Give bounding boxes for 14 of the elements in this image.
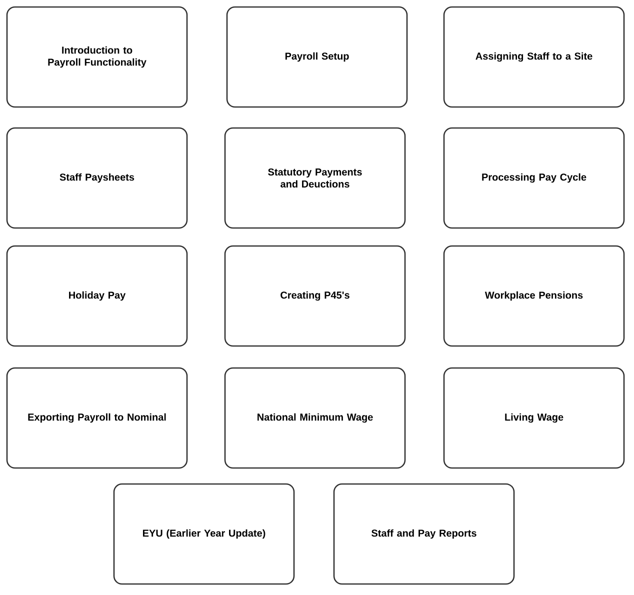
topic-box: Exporting Payroll to Nominal <box>6 367 188 469</box>
topic-box: Holiday Pay <box>6 245 188 347</box>
topic-box: Workplace Pensions <box>443 245 625 347</box>
topic-box: Assigning Staff to a Site <box>443 6 625 108</box>
topic-box: EYU (Earlier Year Update) <box>113 483 295 585</box>
topic-box: National Minimum Wage <box>224 367 406 469</box>
topic-box: Creating P45's <box>224 245 406 347</box>
topic-box: Living Wage <box>443 367 625 469</box>
topic-box: Payroll Setup <box>226 6 408 108</box>
topic-box: Processing Pay Cycle <box>443 127 625 229</box>
topic-box: Introduction to Payroll Functionality <box>6 6 188 108</box>
topic-box: Staff and Pay Reports <box>333 483 515 585</box>
topic-box: Statutory Payments and Deuctions <box>224 127 406 229</box>
topic-box: Staff Paysheets <box>6 127 188 229</box>
